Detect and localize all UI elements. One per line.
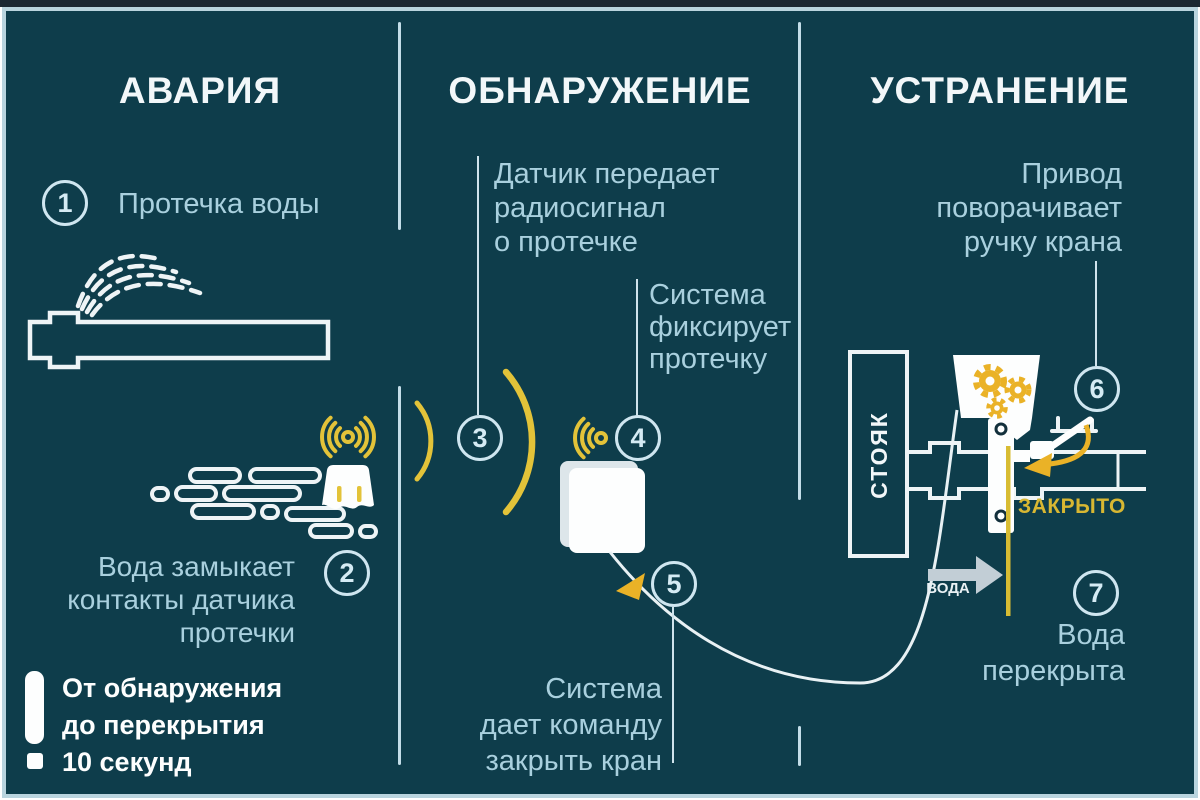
- connector-step5: [672, 607, 674, 763]
- exclamation-icon: [25, 671, 44, 769]
- step-3-badge: 3: [457, 415, 503, 461]
- timing-note: От обнаружения до перекрытия 10 секунд: [62, 673, 283, 777]
- hub-device-icon: [560, 461, 645, 553]
- column-header-detection: ОБНАРУЖЕНИЕ: [448, 70, 752, 111]
- divider-col2-col3-bottom: [798, 726, 801, 766]
- signal-direction-arrow-icon: [616, 573, 645, 600]
- sensor-radio-waves-icon: [320, 415, 376, 459]
- signal-arc-icon: [414, 368, 536, 516]
- step-2-caption: Вода замыкает контакты датчика протечки: [67, 551, 295, 648]
- burst-pipe-icon: [27, 310, 331, 370]
- step-4-badge: 4: [615, 415, 661, 461]
- step-1-caption: Протечка воды: [118, 188, 320, 220]
- connector-step3: [477, 156, 479, 415]
- connector-step6: [1095, 261, 1097, 366]
- top-frame-strip: [0, 0, 1200, 7]
- step-3-caption: Датчик передает радиосигнал о протечке: [494, 158, 720, 258]
- water-flow-arrow-icon: [928, 556, 1003, 594]
- closed-gate-line: [1006, 446, 1011, 616]
- water-spray-icon: [75, 253, 203, 318]
- leak-sensor-icon: [322, 465, 374, 510]
- step-5-badge: 5: [651, 561, 697, 607]
- closed-label: ЗАКРЫТО: [1018, 495, 1126, 518]
- hub-radio-waves-icon: [573, 416, 608, 460]
- divider-col1-col2-bottom: [398, 386, 401, 765]
- riser-label: СТОЯК: [866, 411, 892, 499]
- water-puddle-icon: [150, 467, 378, 539]
- rotation-arrow-icon: [1049, 424, 1091, 467]
- step-6-badge: 6: [1074, 366, 1120, 412]
- rotation-arrowhead-icon: [1024, 453, 1052, 477]
- valve-icon: [1012, 416, 1098, 477]
- water-flow-label: ВОДА: [926, 580, 970, 597]
- step-4-caption: Система фиксирует протечку: [649, 279, 792, 375]
- step-5-caption: Система дает команду закрыть кран: [479, 673, 662, 777]
- gears-icon: [973, 364, 1032, 419]
- divider-col2-col3-top: [798, 22, 801, 500]
- step-6-caption: Привод поворачивает ручку крана: [936, 158, 1122, 258]
- step-7-badge: 7: [1073, 570, 1119, 616]
- column-header-accident: АВАРИЯ: [118, 70, 282, 111]
- connector-step4: [636, 279, 638, 415]
- step-2-badge: 2: [324, 550, 370, 596]
- command-signal-curve: [608, 409, 959, 685]
- step-7-caption: Вода перекрыта: [982, 619, 1125, 687]
- divider-col1-col2-top: [398, 22, 401, 230]
- step-1-badge: 1: [42, 180, 88, 226]
- column-header-elimination: УСТРАНЕНИЕ: [870, 70, 1130, 111]
- valve-handle-icon: [1038, 416, 1094, 457]
